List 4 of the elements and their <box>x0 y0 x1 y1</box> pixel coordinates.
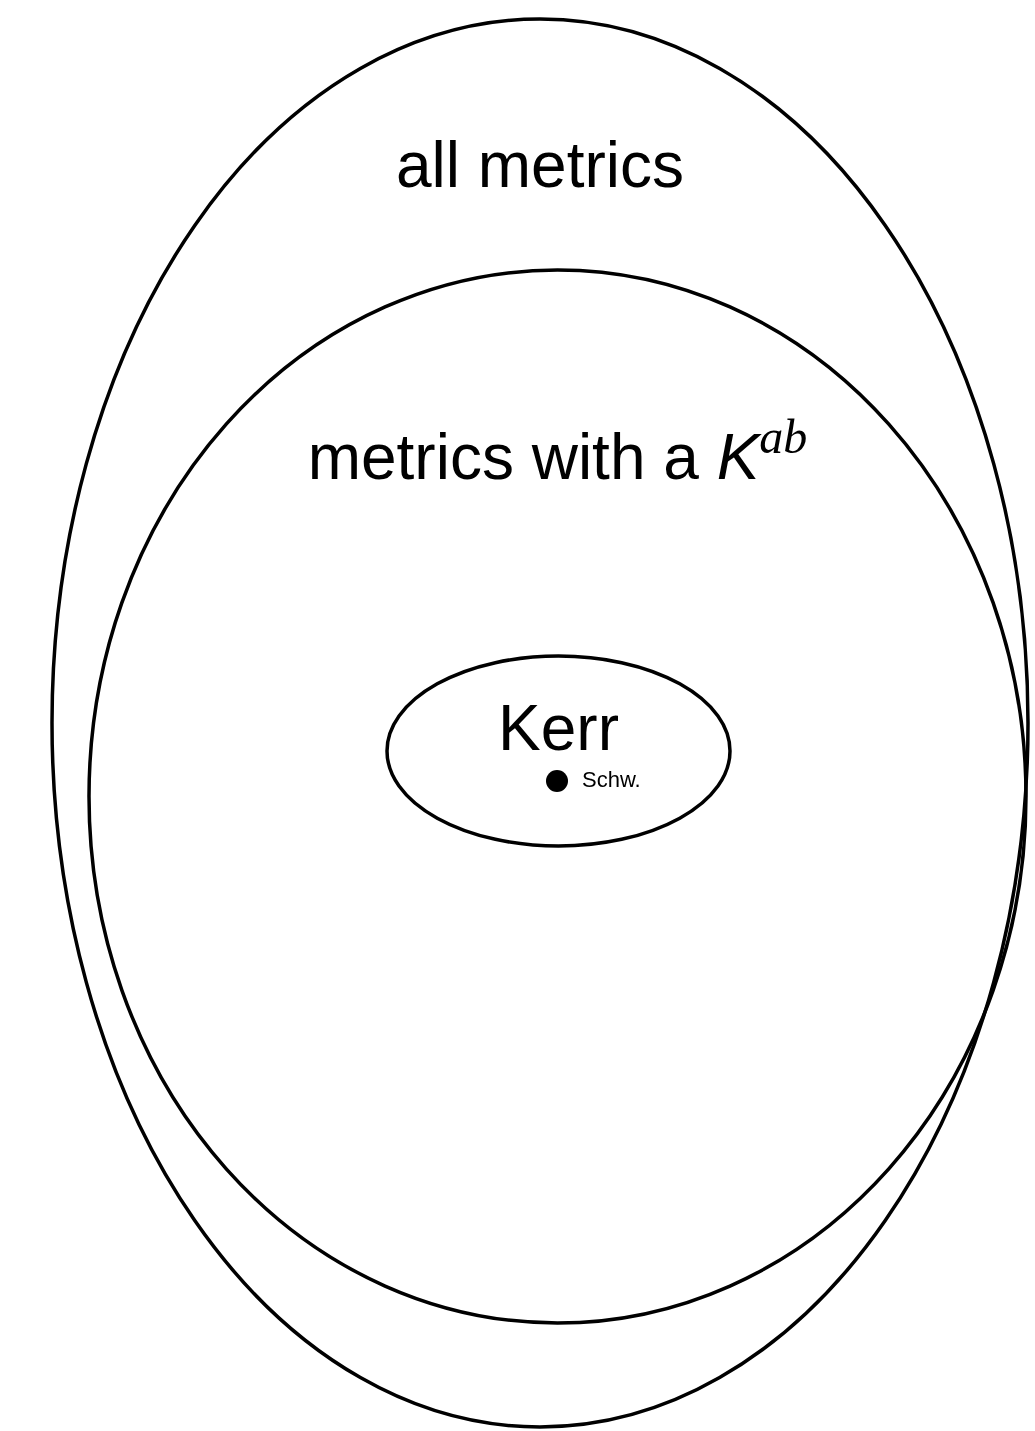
set-label: metrics with a K$^{ab}$ <box>307 413 808 490</box>
set-label: Kerr <box>498 696 619 760</box>
point-label: Schw. <box>582 768 641 791</box>
set-label: all metrics <box>396 133 684 197</box>
